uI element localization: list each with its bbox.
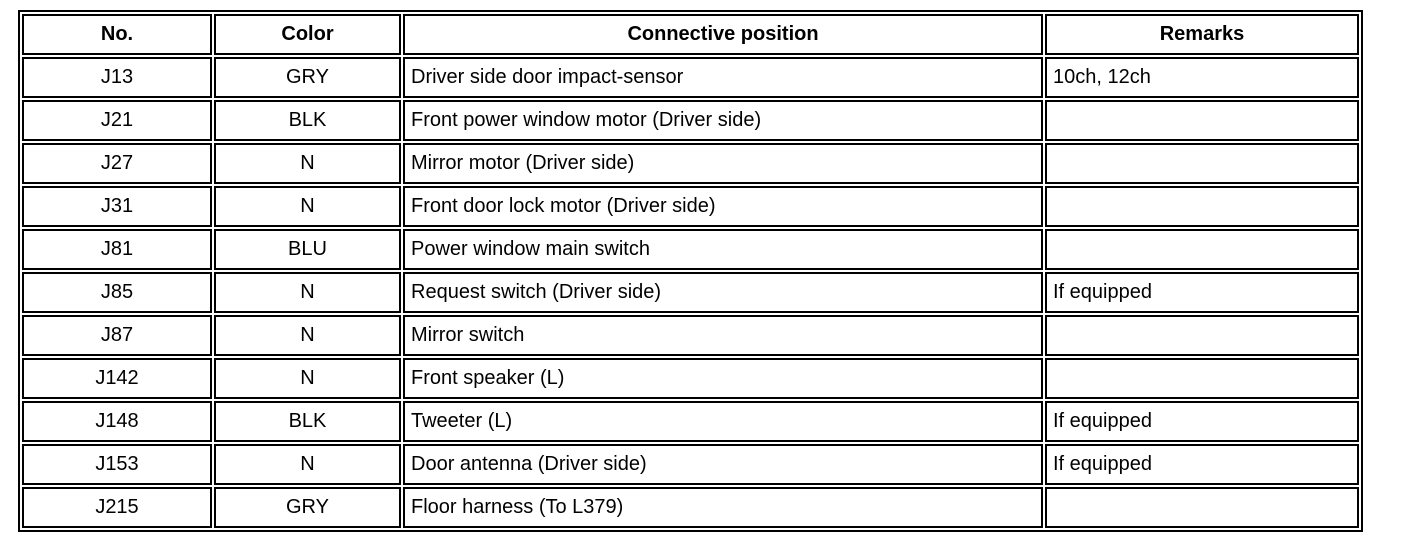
color-cell: N [214,143,401,184]
position-cell: Door antenna (Driver side) [403,444,1043,485]
remarks-cell [1045,358,1359,399]
position-cell: Floor harness (To L379) [403,487,1043,528]
no-cell: J148 [22,401,212,442]
color-cell: GRY [214,57,401,98]
position-cell: Tweeter (L) [403,401,1043,442]
remarks-cell [1045,315,1359,356]
position-cell: Driver side door impact-sensor [403,57,1043,98]
no-cell: J27 [22,143,212,184]
color-cell: N [214,444,401,485]
no-cell: J215 [22,487,212,528]
remarks-cell [1045,100,1359,141]
column-header-remarks: Remarks [1045,14,1359,55]
remarks-cell: 10ch, 12ch [1045,57,1359,98]
color-cell: BLK [214,401,401,442]
position-cell: Request switch (Driver side) [403,272,1043,313]
remarks-cell [1045,186,1359,227]
no-cell: J87 [22,315,212,356]
position-cell: Mirror motor (Driver side) [403,143,1043,184]
remarks-cell [1045,487,1359,528]
column-header-color: Color [214,14,401,55]
color-cell: GRY [214,487,401,528]
color-cell: BLK [214,100,401,141]
color-cell: N [214,272,401,313]
position-cell: Power window main switch [403,229,1043,270]
color-cell: BLU [214,229,401,270]
position-cell: Mirror switch [403,315,1043,356]
no-cell: J142 [22,358,212,399]
no-cell: J81 [22,229,212,270]
remarks-cell: If equipped [1045,272,1359,313]
remarks-cell [1045,229,1359,270]
color-cell: N [214,358,401,399]
remarks-cell: If equipped [1045,444,1359,485]
no-cell: J21 [22,100,212,141]
no-cell: J13 [22,57,212,98]
remarks-cell [1045,143,1359,184]
position-cell: Front door lock motor (Driver side) [403,186,1043,227]
no-cell: J31 [22,186,212,227]
color-cell: N [214,315,401,356]
remarks-cell: If equipped [1045,401,1359,442]
no-cell: J153 [22,444,212,485]
column-header-position: Connective position [403,14,1043,55]
color-cell: N [214,186,401,227]
column-header-no: No. [22,14,212,55]
position-cell: Front power window motor (Driver side) [403,100,1043,141]
position-cell: Front speaker (L) [403,358,1043,399]
no-cell: J85 [22,272,212,313]
